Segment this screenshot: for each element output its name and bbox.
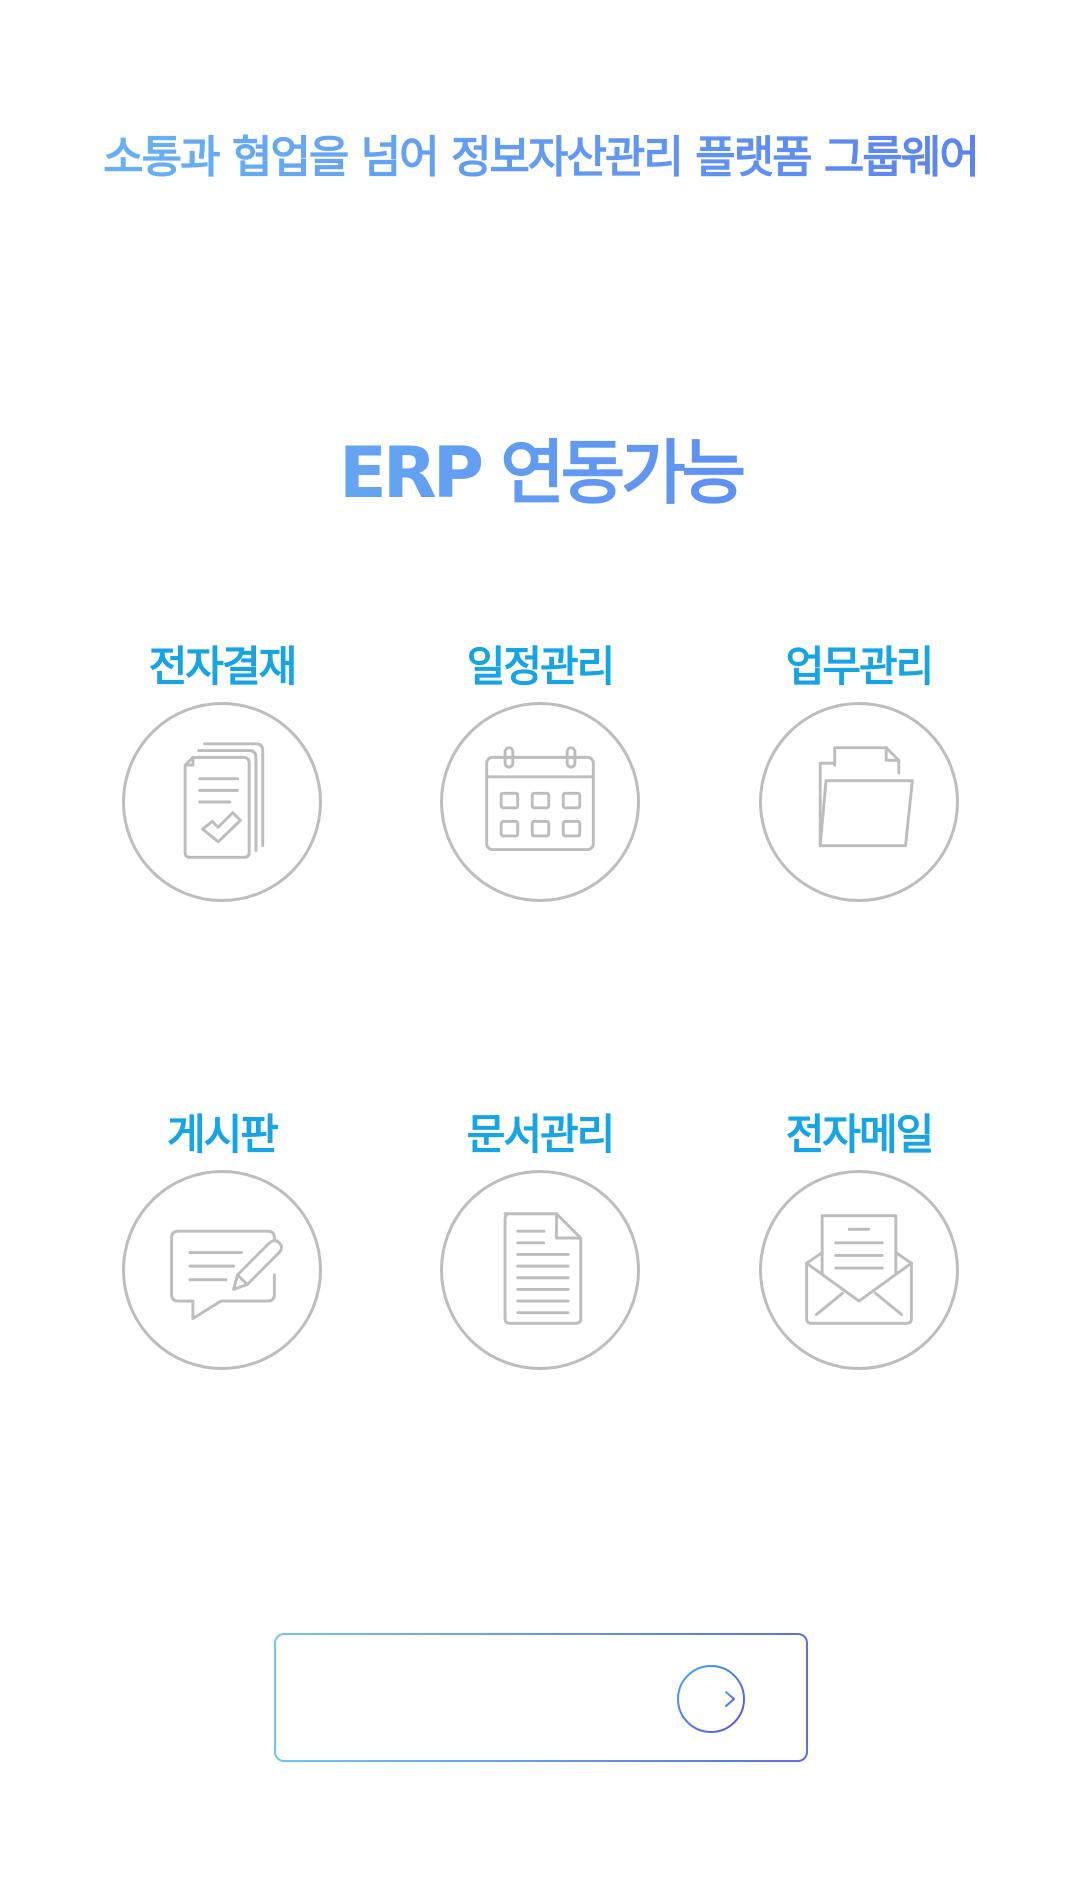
feature-icon-circle[interactable] [759,1170,959,1370]
board-chat-icon [170,1229,283,1320]
feature-icon-circle[interactable] [122,1170,322,1370]
feature-task[interactable]: 업무관리 [709,642,1009,942]
feature-label: 전자메일 [785,1110,935,1159]
feature-icon-circle[interactable] [759,702,959,902]
feature-board[interactable]: 게시판 [72,1110,372,1410]
document-icon [503,1212,583,1325]
folder-icon [818,746,914,848]
feature-label: 문서관리 [466,1110,616,1159]
feature-icon-circle[interactable] [122,702,322,902]
feature-approval[interactable]: 전자결재 [72,642,372,942]
feature-label: 일정관리 [466,642,616,691]
approval-document-icon [183,742,265,859]
feature-label: 전자결재 [148,642,298,691]
mail-icon [805,1214,913,1325]
tagline: 소통과 협업을 넘어 정보자산관리 플랫폼 그룹웨어 [0,128,1081,188]
feature-label: 게시판 [167,1110,279,1159]
calendar-icon [485,746,595,851]
feature-label: 업무관리 [785,642,935,691]
feature-schedule[interactable]: 일정관리 [390,642,690,942]
cta-button-inner[interactable] [276,1635,806,1760]
cta-button[interactable] [274,1633,808,1762]
headline-erp: ERP 연동가능 [0,428,1081,518]
feature-icon-circle[interactable] [440,1170,640,1370]
feature-mail[interactable]: 전자메일 [709,1110,1009,1410]
feature-document[interactable]: 문서관리 [390,1110,690,1410]
feature-icon-circle[interactable] [440,702,640,902]
arrow-right-icon[interactable] [676,1664,746,1734]
